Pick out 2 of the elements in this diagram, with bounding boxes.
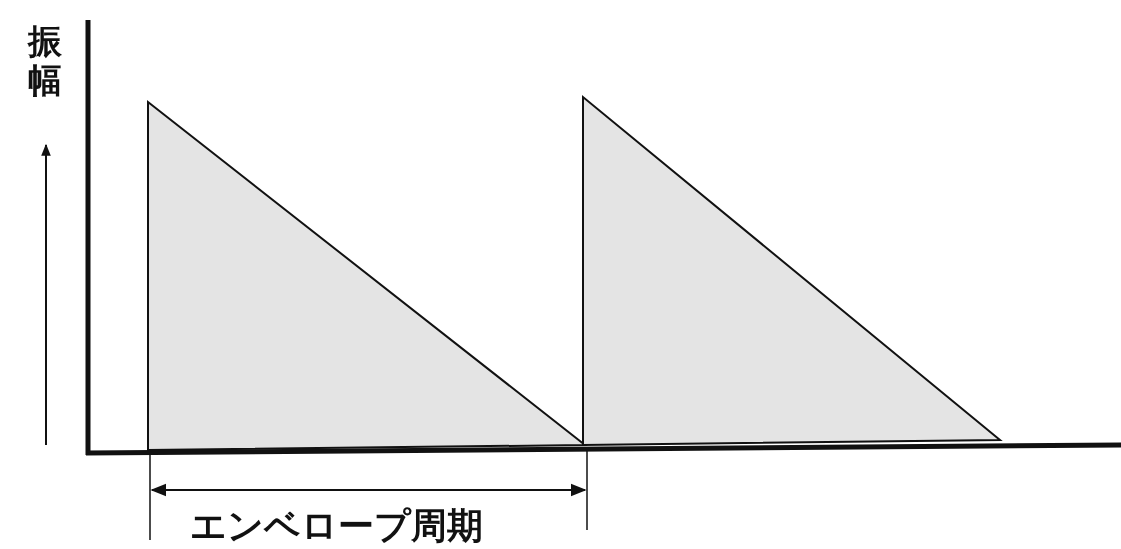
dimension-label: エンベロープ周期	[190, 508, 483, 544]
axis-label: 振幅	[28, 22, 63, 101]
